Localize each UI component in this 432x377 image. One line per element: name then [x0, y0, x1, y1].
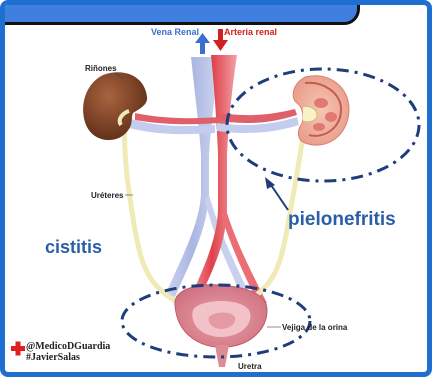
label-pielonefritis: pielonefritis: [288, 209, 396, 231]
label-vejiga: Vejiga de la orina: [282, 323, 347, 332]
label-ureteres: Uréteres: [91, 191, 123, 200]
pielonefritis-pointer: [271, 185, 288, 210]
kidney-right-section: [293, 76, 349, 145]
label-rinones: Riñones: [85, 64, 117, 73]
urinary-system-illustration: [5, 5, 432, 377]
label-uretra: Uretra: [238, 362, 262, 371]
label-vena-renal: Vena Renal: [151, 27, 199, 37]
label-arteria-renal: Arteria renal: [224, 27, 277, 37]
label-cistitis: cistitis: [45, 237, 102, 258]
credit-author: #JavierSalas: [26, 352, 80, 363]
red-cross-icon: [11, 342, 25, 356]
credit-handle: @MedicoDGuardia: [26, 341, 110, 352]
